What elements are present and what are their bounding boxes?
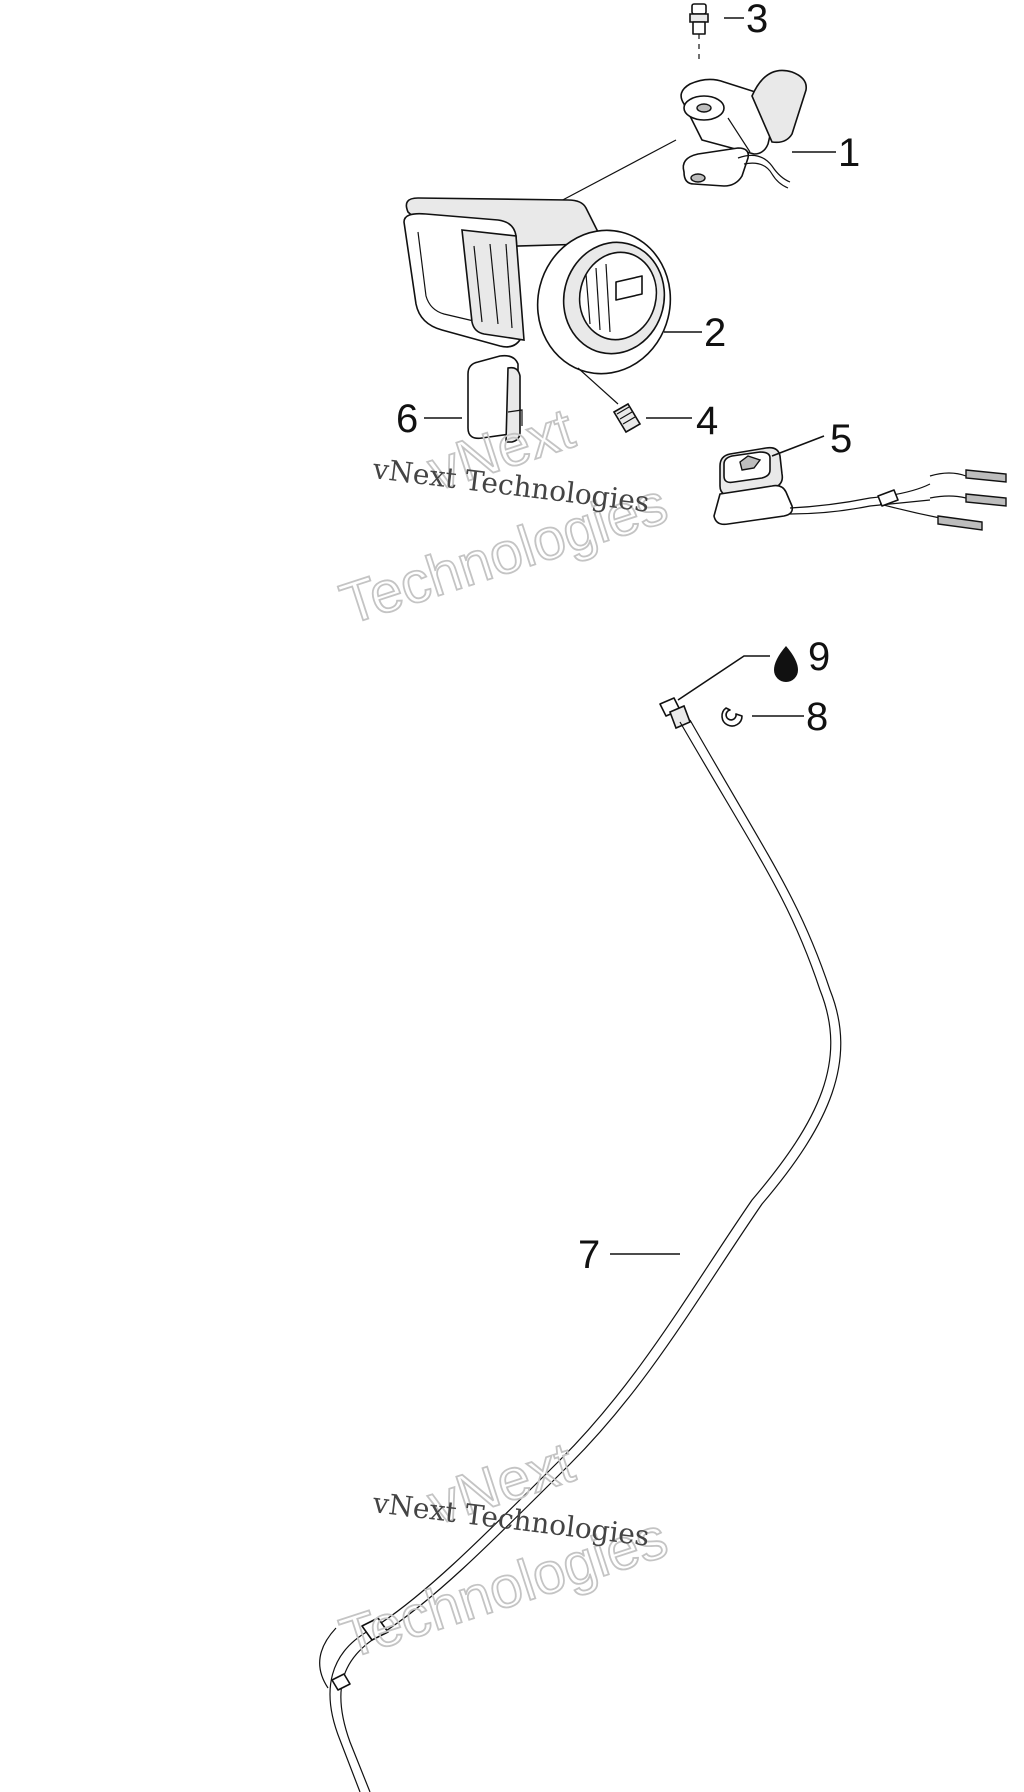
watermark-top: vNext Technologies vNext Technologies bbox=[332, 395, 676, 638]
callout-4: 4 bbox=[696, 399, 718, 443]
part-4-set-screw bbox=[612, 402, 692, 434]
callout-1: 1 bbox=[838, 131, 860, 175]
callout-9: 9 bbox=[808, 635, 830, 679]
part-6-cover bbox=[424, 354, 523, 443]
watermark-bottom: vNext Technologies vNext Technologies bbox=[332, 1429, 676, 1672]
part-2-handle-housing bbox=[403, 197, 702, 405]
callout-7: 7 bbox=[578, 1233, 600, 1277]
part-7-throttle-cable bbox=[319, 719, 842, 1792]
part-8-e-clip bbox=[721, 707, 804, 727]
part-1-throttle-lever bbox=[539, 69, 836, 214]
callout-2: 2 bbox=[704, 311, 726, 355]
callout-8: 8 bbox=[806, 695, 828, 739]
part-5-switch bbox=[713, 435, 1007, 531]
callout-5: 5 bbox=[830, 417, 852, 461]
callout-6: 6 bbox=[396, 397, 418, 441]
part-3-screw bbox=[689, 3, 744, 62]
callout-3: 3 bbox=[746, 0, 768, 41]
part-9-cable-end bbox=[659, 655, 770, 730]
drop-icon bbox=[774, 646, 798, 682]
